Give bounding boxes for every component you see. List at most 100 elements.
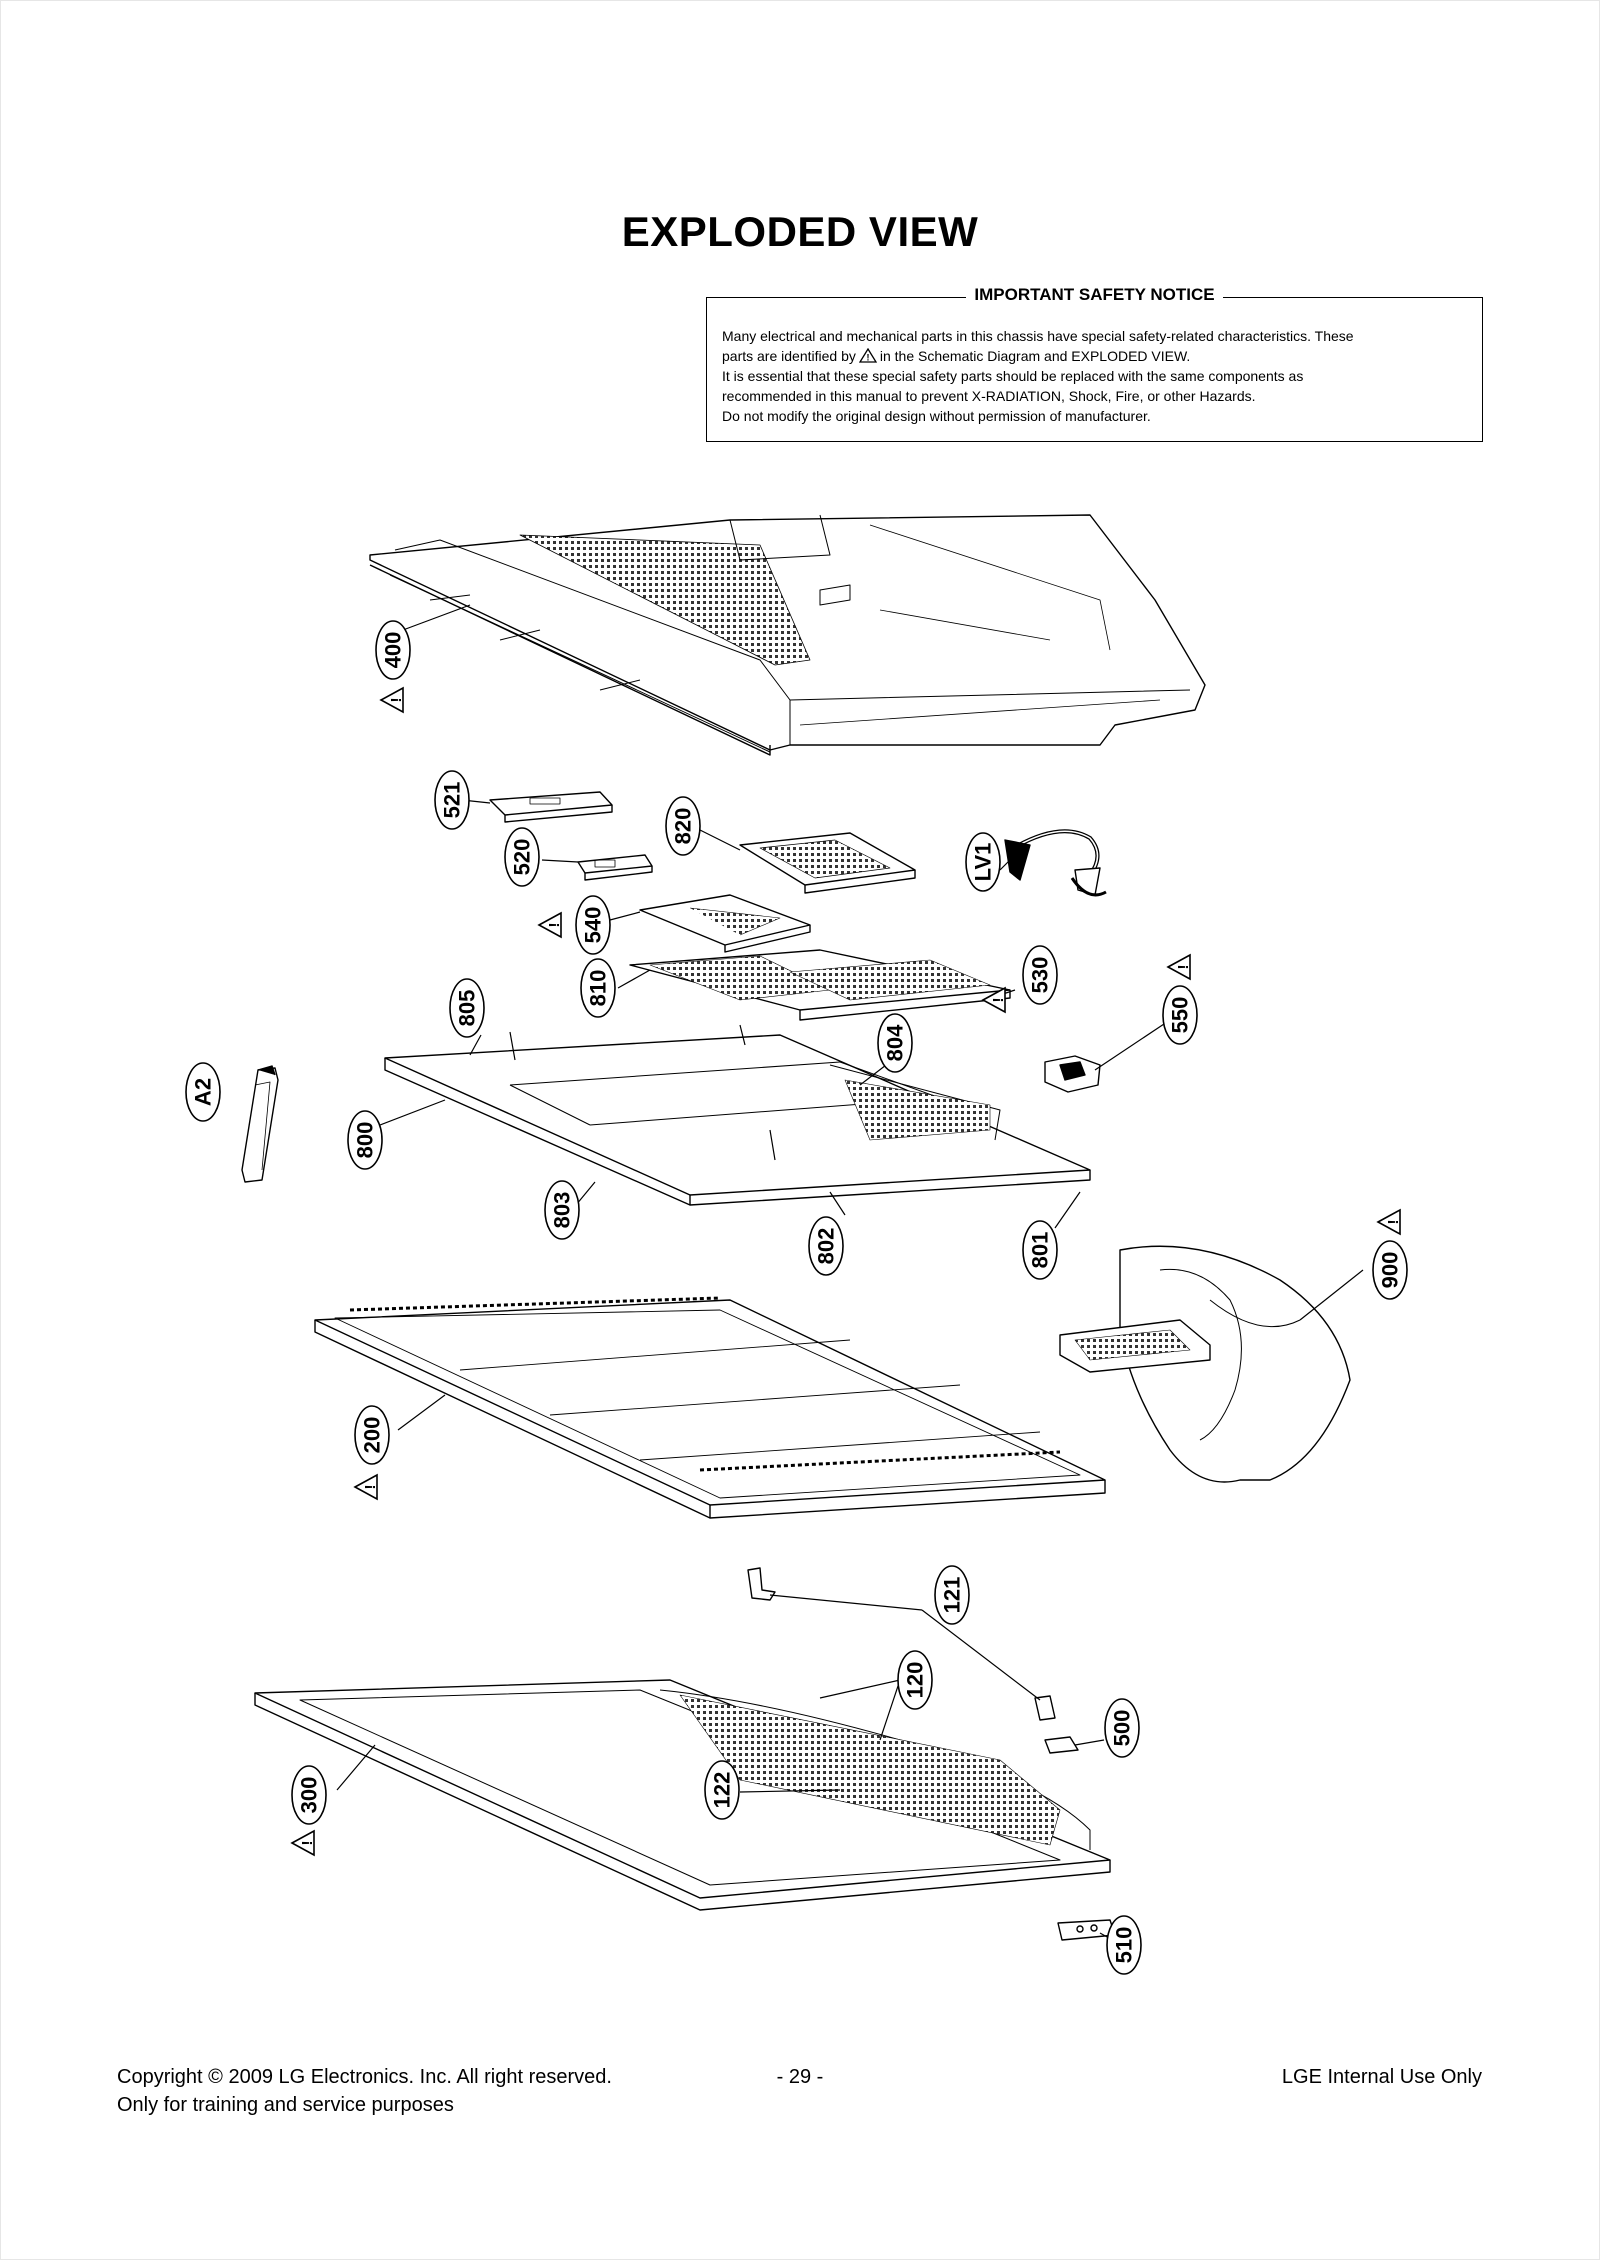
callout-balloon [449, 978, 485, 1038]
part-521 [489, 791, 613, 823]
safety-notice-heading: IMPORTANT SAFETY NOTICE [966, 285, 1223, 304]
callout-balloon [934, 1565, 970, 1625]
callout-label: 540 [581, 907, 606, 944]
footer-internal-use: LGE Internal Use Only [1281, 2066, 1482, 2088]
callout-802: 802 [808, 1216, 844, 1276]
safety-warning-icon: ! [290, 1829, 316, 1857]
callout-500: 500 [1104, 1698, 1140, 1758]
callout-122: 122 [704, 1760, 740, 1820]
svg-text:!: ! [299, 1841, 316, 1846]
callout-label: 810 [586, 970, 611, 1007]
callout-801: 801 [1022, 1220, 1058, 1280]
callout-balloon [580, 958, 616, 1018]
callout-label: 802 [814, 1228, 839, 1265]
board-540 [639, 894, 811, 953]
notice-line-4: recommended in this manual to prevent X-… [722, 388, 1256, 404]
callout-label: 200 [360, 1417, 385, 1454]
callout-balloon [1022, 1220, 1058, 1280]
footer-left: Copyright © 2009 LG Electronics. Inc. Al… [117, 2063, 612, 2119]
safety-warning-icon: ! [1376, 1208, 1402, 1236]
main-boards-810-530 [629, 949, 1011, 1021]
callout-200: 200! [353, 1405, 390, 1501]
footer-copyright: Copyright © 2009 LG Electronics. Inc. Al… [117, 2066, 612, 2088]
stand-neck-A2 [241, 1065, 279, 1183]
callout-530: 530! [981, 945, 1058, 1014]
svg-text:!: ! [388, 698, 405, 703]
part-550 [1044, 1055, 1101, 1093]
callout-810: 810 [580, 958, 616, 1018]
callout-label: 804 [883, 1024, 908, 1061]
footer-purpose: Only for training and service purposes [117, 2094, 454, 2116]
callout-label: 510 [1112, 1927, 1137, 1964]
safety-notice-box: IMPORTANT SAFETY NOTICE Many electrical … [706, 285, 1483, 442]
callout-balloon [354, 1405, 390, 1465]
warning-triangle-icon: ! [858, 348, 877, 363]
callout-label: 122 [710, 1772, 735, 1809]
callout-label: 520 [510, 839, 535, 876]
callout-label: LV1 [971, 843, 996, 882]
callout-balloon [375, 620, 411, 680]
callout-balloon [1022, 945, 1058, 1005]
callout-510: 510 [1106, 1915, 1142, 1975]
callout-121: 121 [934, 1565, 970, 1625]
notice-line-2: parts are identified by!in the Schematic… [722, 348, 1191, 364]
part-500 [1044, 1736, 1079, 1754]
callout-balloon [347, 1110, 383, 1170]
callout-balloon [965, 832, 1001, 892]
callout-520: 520 [504, 827, 540, 887]
callout-400: 400! [375, 620, 411, 714]
callout-LV1: LV1 [965, 832, 1001, 892]
callout-820: 820 [665, 796, 701, 856]
callout-300: 300! [290, 1765, 327, 1857]
page-title: EXPLODED VIEW [621, 208, 979, 255]
callout-800: 800 [347, 1110, 383, 1170]
frame-800 [384, 1024, 1091, 1206]
callout-balloon [1104, 1698, 1140, 1758]
callout-900: 900! [1372, 1208, 1408, 1300]
callout-label: 121 [940, 1577, 965, 1614]
callout-balloon [877, 1013, 913, 1073]
callout-540: 540! [537, 895, 611, 955]
callout-label: 900 [1378, 1252, 1403, 1289]
callout-balloon [291, 1765, 327, 1825]
notice-line-3: It is essential that these special safet… [722, 368, 1304, 384]
callout-balloon [665, 796, 701, 856]
svg-text:!: ! [1175, 965, 1192, 970]
callout-label: 400 [381, 632, 406, 669]
callout-label: 530 [1028, 957, 1053, 994]
svg-text:!: ! [866, 353, 869, 363]
callout-balloon [575, 895, 611, 955]
safety-warning-icon: ! [353, 1473, 379, 1501]
back-cover-400 [369, 514, 1206, 756]
callout-balloon [544, 1180, 580, 1240]
footer-page-number: - 29 - [776, 2066, 824, 2088]
callout-label: 820 [671, 808, 696, 845]
callout-balloon [504, 827, 540, 887]
safety-warning-icon: ! [537, 911, 563, 939]
callout-balloon [434, 770, 470, 830]
stand-900 [1059, 1245, 1351, 1483]
callout-label: 805 [455, 990, 480, 1027]
callout-550: 550! [1162, 953, 1198, 1045]
svg-text:!: ! [990, 998, 1007, 1003]
callout-balloon [704, 1760, 740, 1820]
callout-805: 805 [449, 978, 485, 1038]
callout-balloon [897, 1650, 933, 1710]
callout-label: 521 [440, 782, 465, 819]
callout-label: 550 [1168, 997, 1193, 1034]
safety-notice-body: Many electrical and mechanical parts in … [722, 326, 1470, 426]
callout-balloon [1372, 1240, 1408, 1300]
callout-A2: A2 [185, 1062, 221, 1122]
board-820 [739, 832, 916, 894]
callout-label: 801 [1028, 1232, 1053, 1269]
part-520 [577, 854, 653, 881]
safety-warning-icon: ! [981, 986, 1007, 1014]
callout-label: 120 [903, 1662, 928, 1699]
notice-line-5: Do not modify the original design withou… [722, 408, 1151, 424]
svg-text:!: ! [1385, 1220, 1402, 1225]
callout-804: 804 [877, 1013, 913, 1073]
front-cover-300 [254, 1679, 1111, 1911]
callout-label: 803 [550, 1192, 575, 1229]
